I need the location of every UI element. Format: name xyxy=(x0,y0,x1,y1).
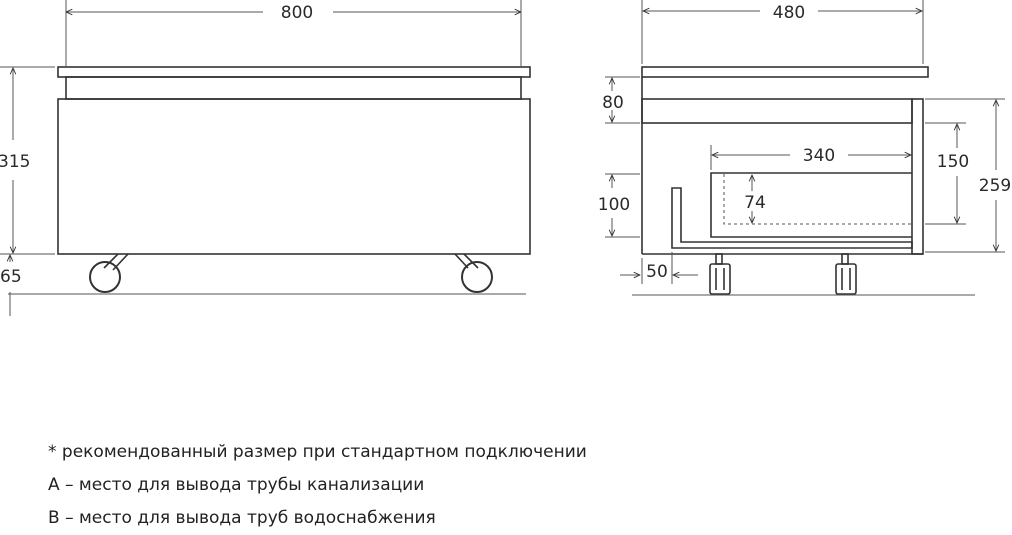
svg-text:50: 50 xyxy=(646,262,668,282)
svg-text:315: 315 xyxy=(0,152,30,172)
dim-pipe-offset: 50 xyxy=(620,258,698,284)
svg-text:480: 480 xyxy=(773,3,805,23)
svg-text:150: 150 xyxy=(937,152,969,172)
svg-text:74: 74 xyxy=(744,193,766,213)
dim-drawer-inner: 74 xyxy=(744,175,766,223)
dim-front-height: 315 xyxy=(0,68,30,253)
svg-text:65: 65 xyxy=(0,267,22,287)
svg-text:80: 80 xyxy=(602,93,624,113)
caster-side-left xyxy=(709,253,731,295)
dim-wheel-height: 65 xyxy=(0,255,22,316)
front-view: 800 315 65 xyxy=(0,0,531,316)
dim-side-width: 480 xyxy=(643,3,922,23)
svg-text:100: 100 xyxy=(598,195,630,215)
note-recommended: * рекомендованный размер при стандартном… xyxy=(48,442,587,462)
dim-top-panel: 80 xyxy=(602,78,624,122)
svg-text:800: 800 xyxy=(281,3,313,23)
svg-text:340: 340 xyxy=(803,146,835,166)
dim-drawer-depth: 150 xyxy=(937,124,969,223)
dim-pipe-height: 100 xyxy=(598,175,630,236)
note-water-pipes: В – место для вывода труб водоснабжения xyxy=(48,508,436,528)
dim-front-width: 800 xyxy=(66,3,521,23)
notes-block: * рекомендованный размер при стандартном… xyxy=(48,436,948,535)
technical-drawing: 800 315 65 xyxy=(0,0,1011,316)
svg-text:259: 259 xyxy=(979,176,1011,196)
dim-drawer-height: 259 xyxy=(979,100,1011,251)
dim-inner-width: 340 xyxy=(712,146,911,166)
caster-side-right xyxy=(835,253,857,295)
caster-right xyxy=(454,253,493,293)
side-view: 480 80 340 150 259 74 xyxy=(598,0,1011,296)
caster-left xyxy=(89,253,129,293)
note-drain-pipe: А – место для вывода трубы канализации xyxy=(48,475,425,495)
